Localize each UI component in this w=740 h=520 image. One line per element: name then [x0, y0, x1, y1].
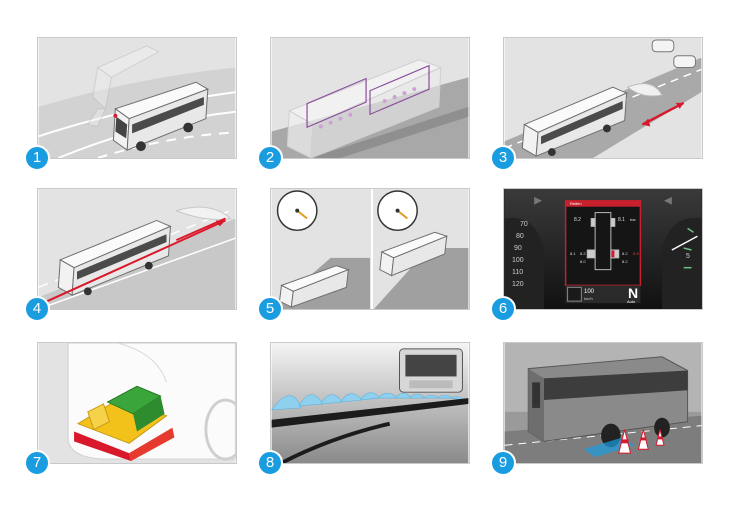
speedo-tick: 80	[516, 233, 524, 240]
pressure-value: 8.0	[580, 259, 586, 264]
tire-diagram-icon	[586, 212, 620, 271]
turn-right-icon	[663, 196, 672, 205]
panel-step-5	[270, 188, 470, 310]
traffic-cone-icon	[637, 429, 649, 450]
panel-step-6: Reifen 8.2 8.1 bar 8.1 8.2 8.2 5.9 8.0 8…	[503, 188, 703, 310]
panel-step-1	[37, 37, 237, 159]
bus-icon	[527, 356, 689, 448]
speedo-tick: 90	[514, 245, 522, 252]
wiper-blade-icon	[271, 398, 469, 428]
brake-assist-illustration	[38, 189, 236, 309]
panel-step-3	[503, 37, 703, 159]
panel-step-4	[37, 188, 237, 310]
speed-unit: km/h	[584, 296, 593, 301]
car-icon	[651, 39, 696, 68]
pressure-unit: bar	[630, 217, 636, 222]
seat-rows-icon	[318, 87, 417, 129]
dashboard-illustration	[504, 189, 702, 309]
speedo-tick: 120	[512, 281, 524, 288]
bus-icon	[278, 265, 350, 308]
bus-front-icon	[399, 348, 463, 393]
interior-illustration	[271, 38, 469, 158]
step-badge-7: 7	[24, 450, 50, 476]
blind-spot-illustration	[504, 38, 702, 158]
pressure-value: 8.2	[622, 251, 628, 256]
gear-mode: Auto	[627, 299, 636, 304]
speedo-tick: 70	[520, 221, 528, 228]
pressure-value: 8.1	[570, 251, 576, 256]
arrow-icon	[641, 101, 685, 127]
panel-step-8	[270, 342, 470, 464]
bus-icon	[521, 86, 628, 157]
cruise-control-illustration	[271, 189, 469, 309]
radar-wave-icon	[626, 83, 663, 97]
panel-step-9	[503, 342, 703, 464]
step-badge-1: 1	[24, 145, 50, 171]
ghost-bus-icon	[87, 45, 160, 128]
bus-icon	[379, 231, 449, 277]
info-screen	[564, 200, 642, 287]
wiper-illustration	[271, 343, 469, 463]
pressure-value: 8.2	[622, 259, 628, 264]
turn-left-icon	[534, 196, 543, 205]
speedometer-icon	[377, 190, 418, 232]
step-badge-6: 6	[490, 296, 516, 322]
step-badge-3: 3	[490, 145, 516, 171]
bus-icon	[112, 81, 209, 152]
guard-structure-icon	[74, 385, 175, 462]
traffic-cone-icon	[655, 429, 665, 446]
water-spray-icon	[271, 392, 465, 411]
step-badge-2: 2	[257, 145, 283, 171]
warning-value: 5.9	[633, 251, 639, 256]
speedometer-icon	[276, 190, 318, 232]
traffic-cone-icon	[618, 429, 632, 454]
step-badge-5: 5	[257, 296, 283, 322]
step-badge-4: 4	[24, 296, 50, 322]
wheel-icon	[204, 398, 236, 461]
pressure-value: 8.2	[580, 251, 586, 256]
radar-wave-icon	[174, 206, 232, 220]
wiper-arm-icon	[280, 421, 391, 463]
lane-keeping-illustration	[38, 38, 236, 158]
speedo-tick: 110	[512, 269, 524, 276]
step-badge-9: 9	[490, 450, 516, 476]
cruise-icon	[567, 286, 582, 302]
wireframe-bus-icon	[286, 59, 443, 158]
screen-title: Reifen	[570, 201, 582, 206]
rpm-needle-icon	[671, 235, 698, 251]
pressure-value: 8.1	[618, 217, 625, 223]
panel-step-7	[37, 342, 237, 464]
stability-illustration	[504, 343, 702, 463]
sensor-zone-icon	[306, 64, 430, 129]
pressure-value: 8.2	[574, 217, 581, 223]
rpm-scale-icon	[683, 227, 694, 269]
gear-indicator: N	[628, 285, 639, 301]
speedo-tick: 100	[512, 257, 524, 264]
step-badge-8: 8	[257, 450, 283, 476]
panel-step-2	[270, 37, 470, 159]
speed-value: 100	[584, 289, 595, 295]
collision-guard-illustration	[38, 343, 236, 463]
rpm-tick: 5	[686, 253, 690, 260]
